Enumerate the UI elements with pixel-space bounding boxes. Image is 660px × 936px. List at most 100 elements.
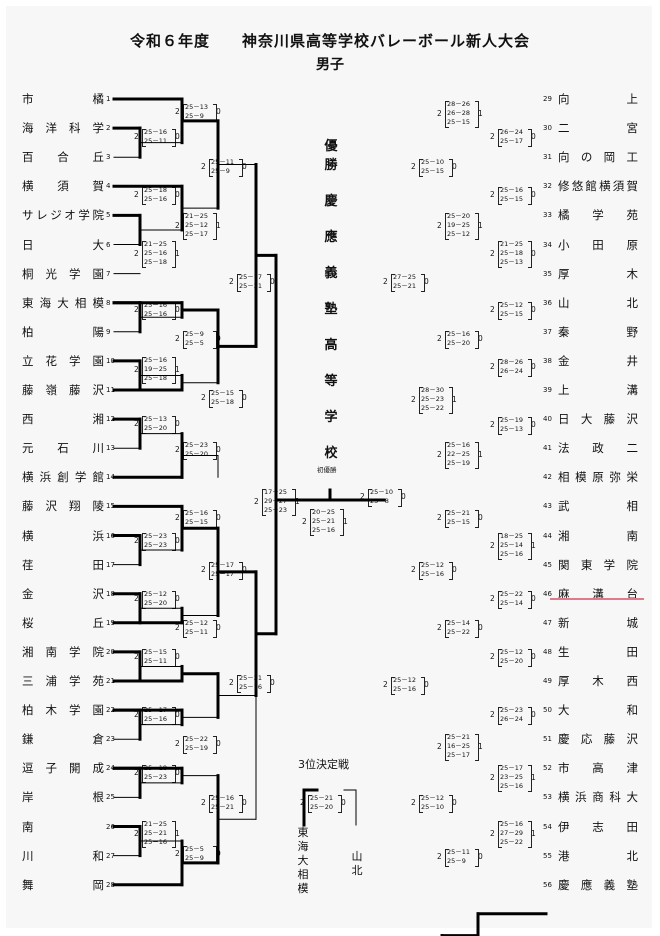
- score-sets-won: 2: [134, 364, 139, 374]
- right-team-name: 港北: [558, 848, 638, 863]
- score-set: 19－25: [144, 365, 168, 373]
- score-bracket-right: [528, 359, 532, 377]
- score-sets-won: 2: [134, 132, 139, 141]
- score-sets-lost: 1: [343, 516, 348, 526]
- right-team-seed: 56: [543, 880, 552, 889]
- score-bracket-left: [419, 159, 423, 177]
- score-set: 27－25: [393, 273, 417, 281]
- left-team-name: 横浜: [22, 528, 104, 543]
- score-sets-won: 2: [229, 277, 234, 286]
- score-sets-lost: 0: [452, 162, 457, 171]
- score-bracket-right: [475, 213, 479, 240]
- right-team-name: 関東学院: [558, 557, 638, 572]
- score-sets-won: 2: [201, 162, 206, 171]
- left-team-seed: 22: [106, 706, 115, 715]
- score-sets-won: 2: [411, 162, 416, 171]
- page-title: 令和６年度 神奈川県高等学校バレーボール新人大会: [129, 32, 530, 50]
- right-team-name: 向上: [558, 92, 638, 106]
- right-team-seed: 33: [543, 211, 552, 220]
- left-team-seed: 19: [106, 618, 115, 627]
- score-set: 25－5: [185, 845, 204, 853]
- score-sets-won: 2: [490, 248, 495, 258]
- score-sets-lost: 1: [478, 449, 483, 459]
- score-set: 25－20: [447, 212, 471, 220]
- score-bracket-right: [449, 562, 453, 580]
- score-sets-lost: 0: [531, 248, 536, 258]
- left-team-name: 横浜創学館: [22, 470, 104, 485]
- score-set: 25－10: [421, 158, 445, 166]
- left-team-name: 南: [22, 819, 34, 834]
- score-set: 25－20: [310, 803, 334, 811]
- right-team-seed: 47: [543, 618, 552, 627]
- right-team-seed: 42: [543, 473, 552, 482]
- score-sets-lost: 0: [242, 798, 247, 807]
- score-set: 25－14: [500, 599, 524, 607]
- score-set: 23－25: [500, 773, 524, 781]
- score-sets-lost: 0: [478, 623, 483, 632]
- score-sets-won: 2: [134, 190, 139, 199]
- right-team-name: 横浜商科大: [558, 790, 638, 805]
- score-set: 25－22: [185, 735, 209, 743]
- third-place-char: 模: [297, 882, 309, 895]
- score-bracket-right: [213, 620, 217, 638]
- score-bracket-right: [449, 159, 453, 177]
- champion-label: 優勝: [324, 139, 338, 173]
- score-set: 25－15: [500, 310, 524, 318]
- score-sets-won: 2: [490, 710, 495, 719]
- left-team-name: 川和: [22, 848, 104, 863]
- score-set: 25－23: [500, 706, 524, 714]
- left-team-seed: 21: [106, 677, 115, 685]
- left-team-seed: 12: [106, 415, 115, 424]
- left-team-seed: 18: [106, 589, 115, 598]
- score-set: 25－23: [144, 541, 168, 549]
- right-team-seed: 55: [543, 851, 552, 860]
- third-place-char: 相: [297, 868, 309, 881]
- left-team-name: 柏木学園: [22, 703, 104, 718]
- score-set: 25－9: [447, 857, 466, 865]
- score-set: 25－12: [185, 619, 209, 627]
- score-set: 26－24: [500, 367, 524, 375]
- right-team-name: 厚木西: [558, 674, 638, 688]
- score-sets-lost: 1: [216, 220, 221, 230]
- score-sets-won: 2: [134, 419, 139, 428]
- left-team-seed: 26: [106, 822, 115, 831]
- score-bracket-right: [528, 187, 532, 205]
- score-set: 27－29: [500, 829, 524, 837]
- left-team-name: 藤沢翔陵: [22, 499, 104, 514]
- score-sets-won: 2: [383, 680, 388, 689]
- right-team-name: 秦野: [558, 324, 638, 339]
- score-set: 25－12: [393, 676, 417, 684]
- left-team-name: 金沢: [22, 586, 104, 601]
- score-sets-won: 2: [201, 393, 206, 402]
- score-sets-won: 2: [490, 132, 495, 141]
- score-bracket-left: [142, 357, 146, 384]
- score-sets-lost: 0: [216, 739, 221, 748]
- score-sets-won: 2: [437, 449, 442, 459]
- score-bracket-left: [142, 821, 146, 848]
- score-sets-won: 2: [411, 394, 416, 404]
- left-team-seed: 9: [106, 327, 111, 336]
- score-bracket-left: [498, 591, 502, 609]
- score-set: 25－17: [211, 570, 235, 578]
- score-bracket-right: [475, 510, 479, 528]
- score-sets-won: 2: [383, 277, 388, 286]
- score-set: 25－16: [144, 356, 168, 364]
- score-set: 25－21: [447, 733, 471, 741]
- score-bracket-left: [498, 707, 502, 725]
- score-set: 25－22: [500, 838, 524, 846]
- score-set: 25－16: [500, 820, 524, 828]
- right-team-name: 厚木: [558, 266, 638, 281]
- third-place-label: 3位決定戦: [298, 758, 349, 771]
- left-team-seed: 7: [106, 269, 111, 278]
- score-set: 25－16: [144, 310, 168, 318]
- score-sets-lost: 1: [478, 220, 483, 230]
- score-sets-won: 2: [302, 516, 307, 526]
- score-set: 25－18: [144, 374, 168, 382]
- score-set: 25－21: [310, 794, 334, 802]
- score-bracket-left: [498, 302, 502, 320]
- score-bracket-left: [419, 795, 423, 813]
- score-bracket-right: [528, 302, 532, 320]
- score-bracket-left: [183, 620, 187, 638]
- score-sets-lost: 1: [452, 394, 457, 404]
- left-team-name: 湘南学院: [22, 644, 104, 659]
